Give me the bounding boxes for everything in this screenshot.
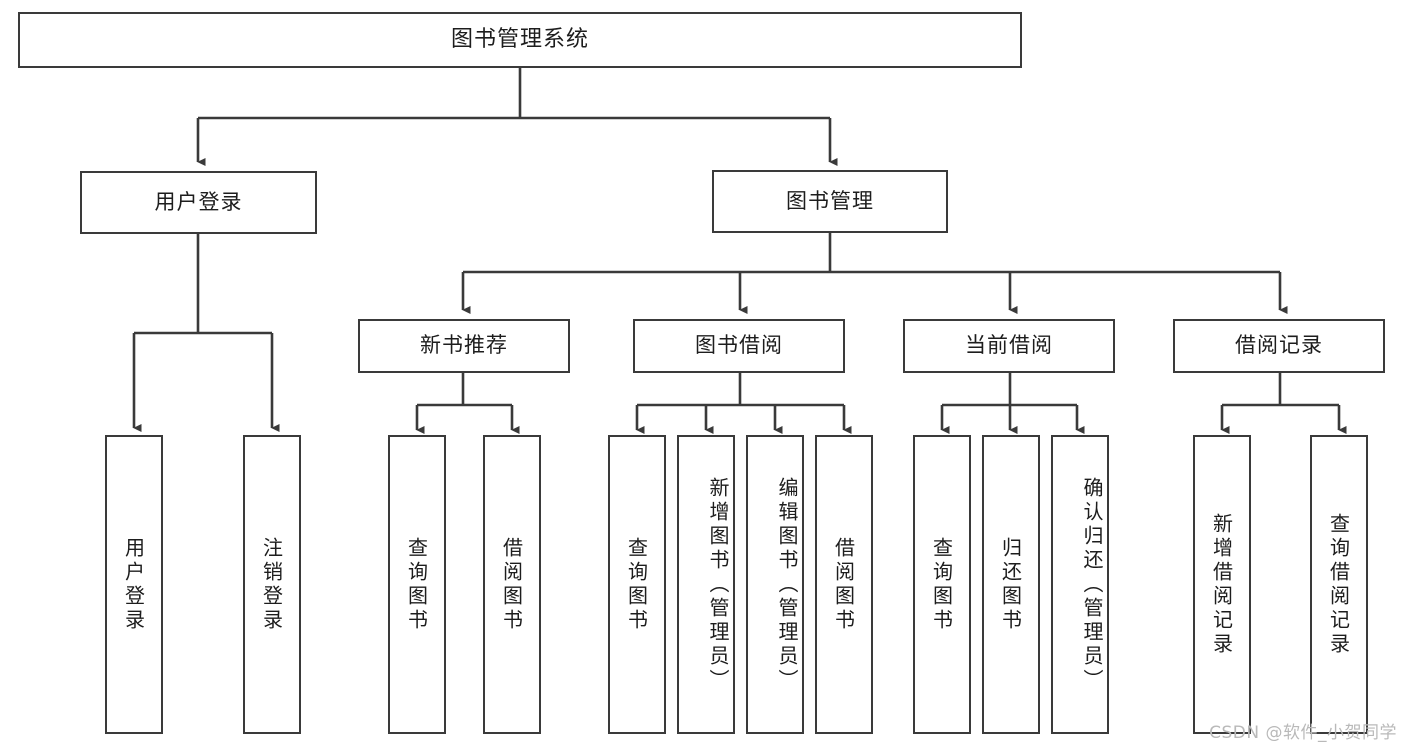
node-label: 借阅图书 xyxy=(831,536,856,633)
node-label: 查询图书 xyxy=(929,536,954,633)
node-label: 注销登录 xyxy=(259,536,284,633)
node-label: 查询借阅记录 xyxy=(1326,512,1351,657)
node-book-management[interactable]: 图书管理 xyxy=(712,170,948,233)
node-label: 编辑图书（管理员） xyxy=(775,476,799,693)
leaf-return-book[interactable]: 归还图书 xyxy=(982,435,1040,734)
leaf-add-borrow-record[interactable]: 新增借阅记录 xyxy=(1193,435,1251,734)
node-label: 借阅记录 xyxy=(1235,333,1323,358)
node-label: 归还图书 xyxy=(998,536,1023,633)
node-label: 借阅图书 xyxy=(499,536,524,633)
leaf-add-book-admin[interactable]: 新增图书（管理员） xyxy=(677,435,735,734)
leaf-confirm-return-admin[interactable]: 确认归还（管理员） xyxy=(1051,435,1109,734)
node-label: 新书推荐 xyxy=(420,333,508,358)
leaf-query-book-recommend[interactable]: 查询图书 xyxy=(388,435,446,734)
node-root-book-management-system[interactable]: 图书管理系统 xyxy=(18,12,1022,68)
node-label: 确认归还（管理员） xyxy=(1080,476,1104,693)
node-label: 图书管理 xyxy=(786,188,874,213)
leaf-user-logout[interactable]: 注销登录 xyxy=(243,435,301,734)
leaf-user-login[interactable]: 用户登录 xyxy=(105,435,163,734)
node-current-borrow[interactable]: 当前借阅 xyxy=(903,319,1115,373)
leaf-borrow-book-recommend[interactable]: 借阅图书 xyxy=(483,435,541,734)
node-new-book-recommend[interactable]: 新书推荐 xyxy=(358,319,570,373)
node-label: 新增借阅记录 xyxy=(1209,512,1234,657)
node-borrow-record[interactable]: 借阅记录 xyxy=(1173,319,1385,373)
node-label: 图书管理系统 xyxy=(450,26,589,52)
leaf-query-borrow-record[interactable]: 查询借阅记录 xyxy=(1310,435,1368,734)
watermark: CSDN @软件_小贺同学 xyxy=(1209,723,1397,743)
node-label: 当前借阅 xyxy=(965,333,1053,358)
node-label: 查询图书 xyxy=(404,536,429,633)
node-label: 用户登录 xyxy=(121,536,146,633)
leaf-query-book-borrow[interactable]: 查询图书 xyxy=(608,435,666,734)
node-book-borrow[interactable]: 图书借阅 xyxy=(633,319,845,373)
leaf-query-book-current[interactable]: 查询图书 xyxy=(913,435,971,734)
node-label: 新增图书（管理员） xyxy=(706,476,730,693)
node-label: 图书借阅 xyxy=(695,333,783,358)
node-label: 用户登录 xyxy=(154,189,243,214)
node-label: 查询图书 xyxy=(624,536,649,633)
node-user-login[interactable]: 用户登录 xyxy=(80,171,317,234)
leaf-edit-book-admin[interactable]: 编辑图书（管理员） xyxy=(746,435,804,734)
leaf-borrow-book[interactable]: 借阅图书 xyxy=(815,435,873,734)
